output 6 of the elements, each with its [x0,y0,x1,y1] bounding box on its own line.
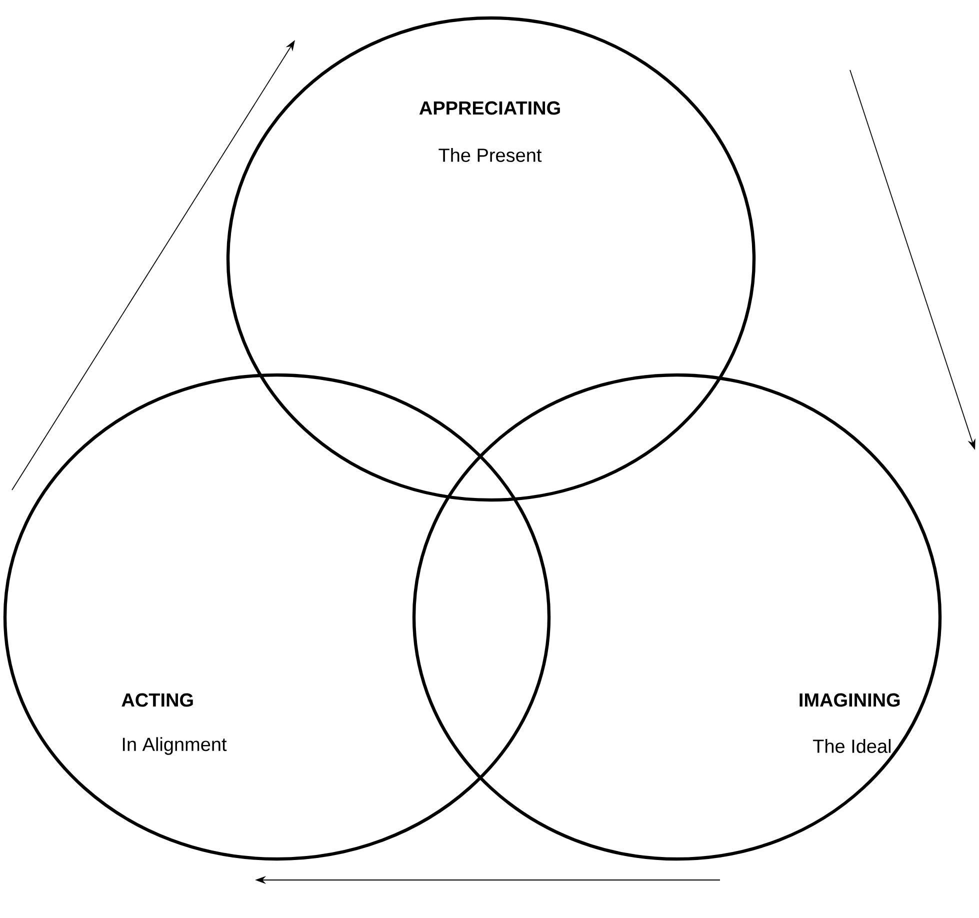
circle-subtitle: In Alignment [122,737,227,755]
circle-subtitle: The Ideal [813,739,891,753]
circle-subtitle: The Present [438,148,542,162]
circle-title: ACTING [122,693,193,707]
circle-title: IMAGINING [800,693,900,707]
circle-title: APPRECIATING [419,101,560,115]
